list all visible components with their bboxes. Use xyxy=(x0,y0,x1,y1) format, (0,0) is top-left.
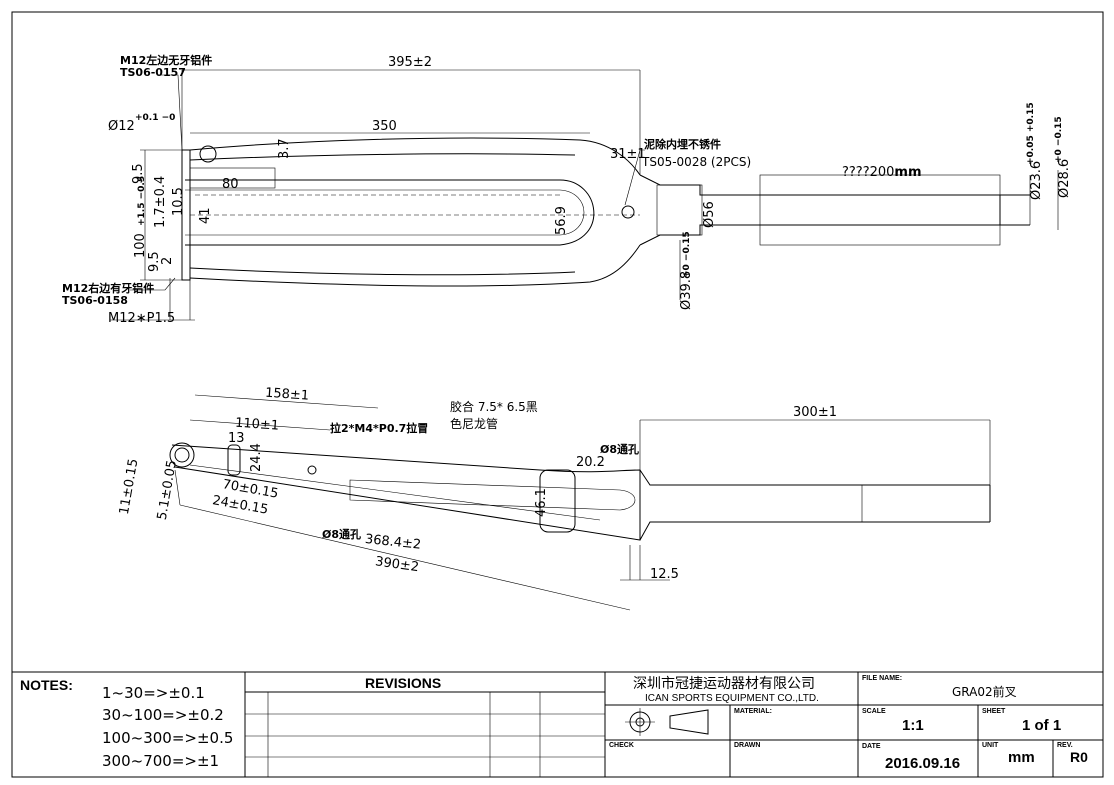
dia-23-6-tol: +0.05 +0.15 xyxy=(1026,102,1036,165)
notes-title: NOTES: xyxy=(20,677,73,693)
glue-note-1: 胶合 7.5* 6.5黑 xyxy=(450,399,538,414)
dim-overall-length: 395±2 xyxy=(388,55,432,70)
dim-110: 110±1 xyxy=(235,416,280,434)
dim-13: 13 xyxy=(228,431,245,446)
label-pull-nut: 拉2*M4*P0.7拉冒 xyxy=(330,421,428,435)
sheet-value: 1 of 1 xyxy=(1022,717,1061,734)
callout-insert-1: 泥除内埋不锈件 xyxy=(644,137,721,151)
callout-left-top-2: TS06-0157 xyxy=(120,66,186,79)
steerer-length: ????200mm xyxy=(842,165,922,180)
company-name-en: ICAN SPORTS EQUIPMENT CO.,LTD. xyxy=(645,693,819,704)
dim-3-7: 3.7 xyxy=(277,138,292,159)
note-line-1: 1~30=>±0.1 xyxy=(102,684,205,702)
rev-value: R0 xyxy=(1070,749,1088,765)
dim-9-5-bottom: 9.5 xyxy=(147,251,162,272)
file-name: GRA02前叉 xyxy=(952,684,1017,699)
material-label: MATERIAL: xyxy=(734,708,772,715)
dim-300: 300±1 xyxy=(793,405,837,420)
notes-block: NOTES: 1~30=>±0.1 30~100=>±0.2 100~300=>… xyxy=(12,671,1103,770)
dim-9-5-top: 9.5 xyxy=(131,163,146,184)
title-block: 深圳市冠捷运动器材有限公司 ICAN SPORTS EQUIPMENT CO.,… xyxy=(605,672,1103,777)
date-value: 2016.09.16 xyxy=(885,755,960,772)
dim-56-9: 56.9 xyxy=(554,206,569,235)
callout-left-bot-1: M12右边有牙铝件 xyxy=(62,281,154,295)
dia-28-6: Ø28.6 xyxy=(1057,159,1072,198)
dim-20-2: 20.2 xyxy=(576,455,605,470)
thread-spec: M12∗P1.5 xyxy=(108,311,175,326)
dim-368-4: 368.4±2 xyxy=(364,532,422,553)
dia-12: Ø12 xyxy=(108,119,135,134)
drawn-label: DRAWN xyxy=(734,742,760,749)
label-hole-1: Ø8通孔 xyxy=(600,443,639,456)
unit-value: mm xyxy=(1008,749,1035,766)
scale-value: 1:1 xyxy=(902,717,924,734)
dim-24-4: 24.4 xyxy=(249,443,264,472)
dim-390: 390±2 xyxy=(374,554,420,575)
callout-insert-2: TS05-0028 (2PCS) xyxy=(641,155,751,169)
note-line-4: 300~700=>±1 xyxy=(102,752,219,770)
dim-100-tol: +1.5 −0.5 xyxy=(137,176,147,226)
sheet-border xyxy=(11,11,1104,778)
dim-100: 100 xyxy=(133,233,148,258)
label-hole-2: Ø8通孔 xyxy=(322,528,361,541)
dim-12-5: 12.5 xyxy=(650,567,679,582)
note-line-2: 30~100=>±0.2 xyxy=(102,706,224,724)
dim-5-1: 5.1±0.05 xyxy=(155,459,180,521)
scale-label: SCALE xyxy=(862,708,886,715)
date-label: DATE xyxy=(862,743,881,750)
rev-label: REV. xyxy=(1057,742,1073,749)
note-line-3: 100~300=>±0.5 xyxy=(102,729,233,747)
glue-note-2: 色尼龙管 xyxy=(450,416,498,431)
revisions-block: REVISIONS xyxy=(244,672,606,777)
dim-2: 2 xyxy=(160,257,175,265)
revisions-title: REVISIONS xyxy=(365,675,441,691)
dim-10-5: 10.5 xyxy=(171,187,186,216)
dim-1-7: 1.7±0.4 xyxy=(153,176,168,228)
top-view: 395±2 350 31±1 80 3.7 9.5 1.7±0.4 10.5 1… xyxy=(62,53,1072,326)
dia-12-tol: +0.1 −0 xyxy=(135,113,175,123)
dia-39-8: Ø39.8 xyxy=(679,271,694,310)
file-name-label: FILE NAME: xyxy=(862,675,902,682)
sheet-label: SHEET xyxy=(982,708,1006,715)
dim-offset: 31±1 xyxy=(610,147,646,162)
callout-left-top-1: M12左边无牙铝件 xyxy=(120,53,212,67)
dim-41: 41 xyxy=(198,207,213,224)
dia-28-6-tol: +0 −0.15 xyxy=(1054,116,1064,163)
check-label: CHECK xyxy=(609,742,634,749)
dim-158: 158±1 xyxy=(265,386,310,404)
dim-11: 11±0.15 xyxy=(117,458,142,516)
dim-46-1: 46.1 xyxy=(534,488,549,517)
company-name-cn: 深圳市冠捷运动器材有限公司 xyxy=(633,675,815,692)
dia-39-8-tol: +0 −0.15 xyxy=(682,231,692,278)
dia-56: Ø56 xyxy=(702,201,717,228)
unit-label: UNIT xyxy=(982,742,999,749)
dim-80: 80 xyxy=(222,177,239,192)
side-view: 158±1 110±1 13 24.4 70±0.15 24±0.15 11±0… xyxy=(117,386,991,611)
dia-23-6: Ø23.6 xyxy=(1029,161,1044,200)
callout-left-bot-2: TS06-0158 xyxy=(62,294,128,307)
dim-leg-length: 350 xyxy=(372,119,397,134)
